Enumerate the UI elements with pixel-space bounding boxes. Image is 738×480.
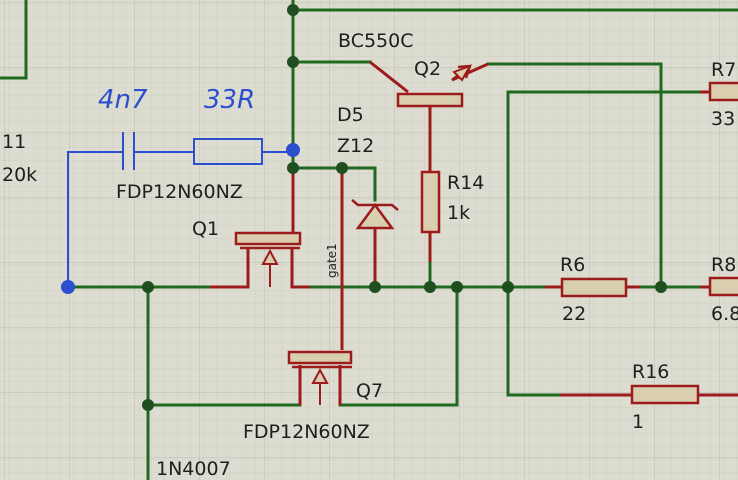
r11-value-label: 20k: [2, 164, 37, 186]
q7-part-label: FDP12N60NZ: [243, 421, 370, 443]
d5-value-label: Z12: [337, 135, 374, 157]
r6-ref-label: R6: [560, 254, 585, 276]
junction-dot: [287, 162, 299, 174]
wire-d5-top: [291, 166, 377, 202]
r16-resistor[interactable]: [630, 384, 700, 405]
q1-ref-label: Q1: [192, 218, 219, 240]
junction-dot: [287, 56, 299, 68]
wire-q2-emitter: [486, 62, 663, 289]
cap-value-label: 4n7: [98, 85, 148, 115]
junction-dot: [336, 162, 348, 174]
q7-mosfet[interactable]: [287, 350, 353, 405]
junctions: [142, 4, 667, 411]
res-value-label: 33R: [204, 85, 255, 115]
junction-dot: [287, 4, 299, 16]
diode-part-label: 1N4007: [156, 458, 231, 480]
d5-zener[interactable]: [351, 199, 399, 230]
junction-dot: [502, 281, 514, 293]
r14-value-label: 1k: [447, 202, 470, 224]
junction-dot: [369, 281, 381, 293]
q1-part-label: FDP12N60NZ: [116, 181, 243, 203]
n-mosfet-icon: [234, 231, 302, 246]
junction-dot: [451, 281, 463, 293]
r7-value-label: 33: [711, 108, 735, 130]
r7-resistor[interactable]: [708, 81, 738, 102]
r14-resistor[interactable]: [420, 170, 441, 262]
wire-r16-loop: [506, 285, 562, 397]
r8-resistor[interactable]: [708, 276, 738, 297]
wire-r7-box: [506, 90, 712, 289]
r11-ref-label: 11: [2, 131, 26, 153]
q7-ref-label: Q7: [356, 380, 383, 402]
junction-dot: [142, 281, 154, 293]
resistor-icon: [420, 170, 441, 234]
r6-resistor[interactable]: [560, 277, 628, 298]
q2-transistor[interactable]: [396, 64, 473, 108]
wire-topleft: [0, 0, 28, 80]
r7-ref-label: R7: [711, 59, 736, 81]
gate-net-label: gate1: [325, 243, 339, 278]
q2-part-label: BC550C: [338, 30, 414, 52]
r8-value-label: 6.8: [711, 303, 738, 325]
annotation-wire: [67, 151, 122, 287]
junction-dot: [142, 399, 154, 411]
annotation-dot: [286, 143, 300, 157]
r8-ref-label: R8: [711, 254, 736, 276]
q2-ref-label: Q2: [414, 58, 441, 80]
component-leads: [210, 60, 738, 405]
wire-q7-return: [338, 285, 459, 407]
snubber-annotation[interactable]: [61, 132, 300, 294]
q1-mosfet[interactable]: [234, 222, 302, 287]
r6-value-label: 22: [562, 303, 586, 325]
junction-dot: [655, 281, 667, 293]
zener-diode-icon: [355, 202, 395, 230]
resistor-icon: [708, 81, 738, 102]
r14-ref-label: R14: [447, 172, 484, 194]
annotation-dot: [61, 280, 75, 294]
resistor-icon: [630, 384, 700, 405]
n-mosfet-icon: [287, 350, 353, 365]
r16-value-label: 1: [632, 411, 644, 433]
junction-dot: [424, 281, 436, 293]
r16-ref-label: R16: [632, 361, 669, 383]
resistor-icon: [560, 277, 628, 298]
d5-ref-label: D5: [337, 104, 364, 126]
npn-transistor-icon: [396, 92, 464, 108]
resistor-icon: [708, 276, 738, 297]
